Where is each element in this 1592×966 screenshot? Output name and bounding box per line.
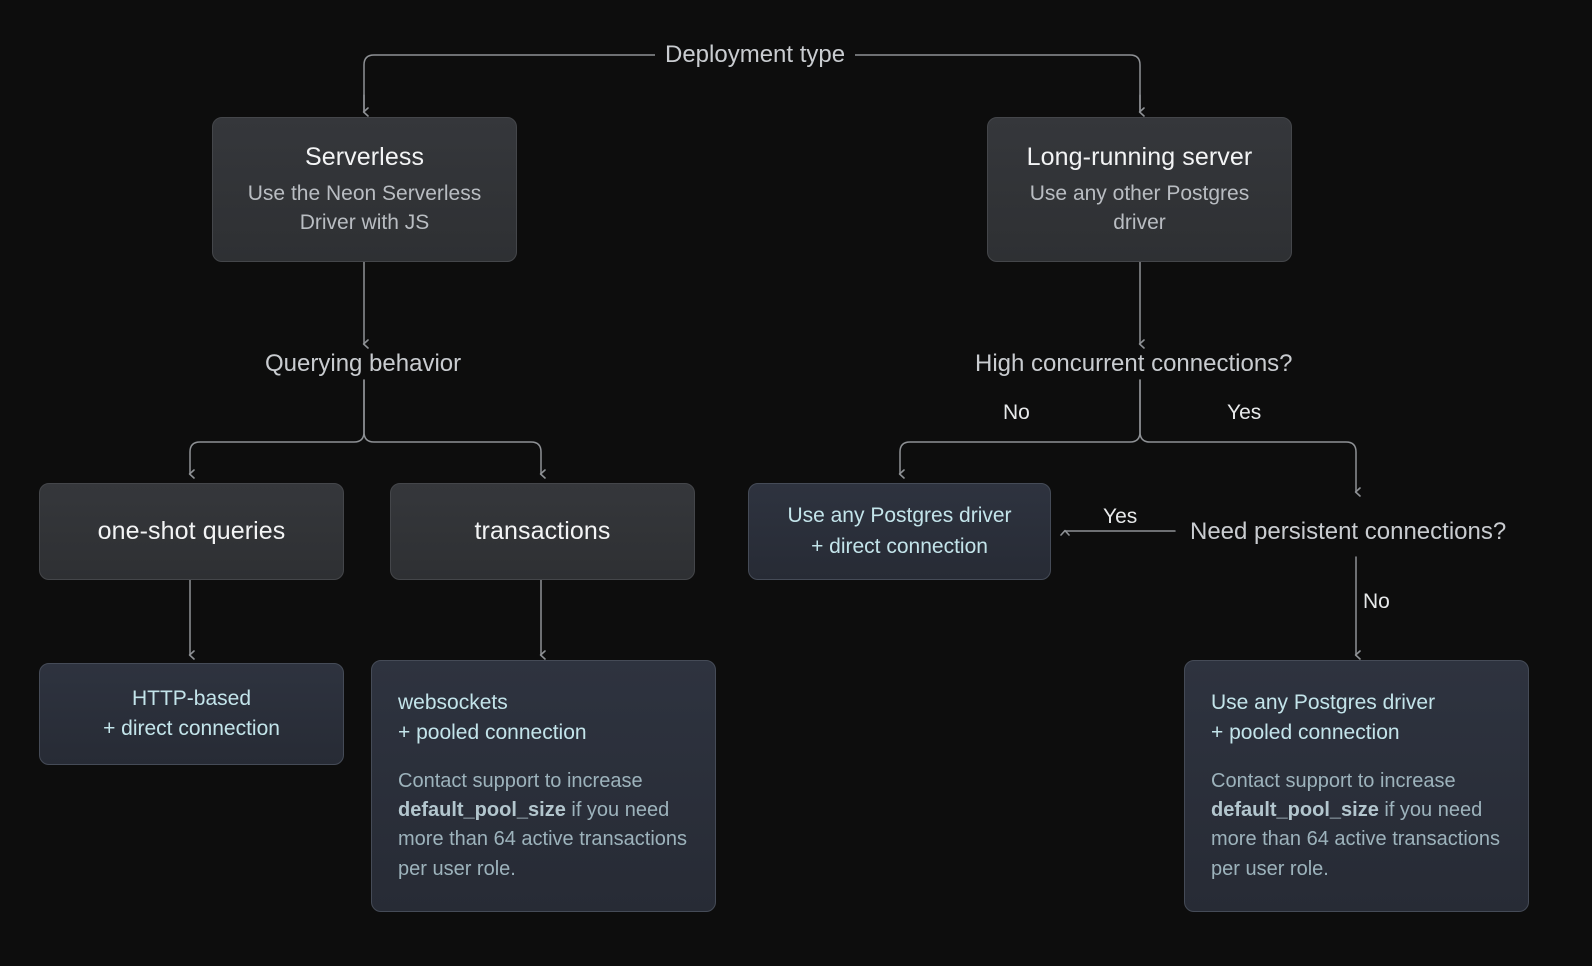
edge-label-concurrency-no: No [1003,401,1030,424]
node-serverless-title: Serverless [304,143,425,172]
node-http-direct-head: HTTP-based + direct connection [103,686,280,740]
dp-body-suffix: if you need more than 64 active transact… [1211,799,1501,880]
wire-query-to-transactions [363,379,546,479]
node-long-running-subtitle: Use any other Postgres driver [1029,182,1250,234]
ws-body-suffix: if you need more than 64 active transact… [398,799,688,880]
node-long-running-title: Long-running server [1026,143,1253,172]
edge-label-persistent-no: No [1363,590,1390,613]
wire-root-right [847,54,1141,113]
node-transactions-title: transactions [474,516,611,545]
node-driver-pooled-head: Use any Postgres driver + pooled connect… [1211,690,1436,745]
node-driver-pooled[interactable]: Use any Postgres driver + pooled connect… [1184,660,1529,912]
edge-label-persistent-yes: Yes [1103,505,1138,528]
node-driver-direct-connection[interactable]: Use any Postgres driver + direct connect… [748,483,1051,580]
dp-body-prefix: Contact support to increase [1211,769,1456,792]
node-websockets-pooled-body: Contact support to increase default_pool… [398,767,689,885]
edge-label-concurrency-yes: Yes [1227,401,1262,424]
node-one-shot-queries[interactable]: one-shot queries [39,483,344,580]
node-http-direct-connection[interactable]: HTTP-based + direct connection [39,663,344,765]
wire-concurrency-no [898,379,1141,479]
node-one-shot-queries-title: one-shot queries [97,516,286,545]
label-need-persistent-connections: Need persistent connections? [1190,518,1507,545]
dp-body-code: default_pool_size [1211,799,1379,822]
node-websockets-pooled-head: websockets + pooled connection [398,690,587,745]
ws-body-prefix: Contact support to increase [398,769,643,792]
node-serverless[interactable]: Serverless Use the Neon Serverless Drive… [212,117,517,262]
wire-concurrency-yes [1139,379,1361,497]
label-high-concurrent-connections: High concurrent connections? [975,350,1293,377]
node-websockets-pooled[interactable]: websockets + pooled connection Contact s… [371,660,716,912]
label-querying-behavior: Querying behavior [265,350,462,377]
wire-root-left [363,54,656,113]
node-driver-direct-head: Use any Postgres driver + direct connect… [787,504,1012,558]
ws-body-code: default_pool_size [398,799,566,822]
node-transactions[interactable]: transactions [390,483,695,580]
label-deployment-type: Deployment type [655,43,856,67]
node-serverless-subtitle: Use the Neon Serverless Driver with JS [247,182,482,234]
node-driver-pooled-body: Contact support to increase default_pool… [1211,767,1502,885]
wire-query-to-oneshot [188,379,365,479]
node-long-running-server[interactable]: Long-running server Use any other Postgr… [987,117,1292,262]
